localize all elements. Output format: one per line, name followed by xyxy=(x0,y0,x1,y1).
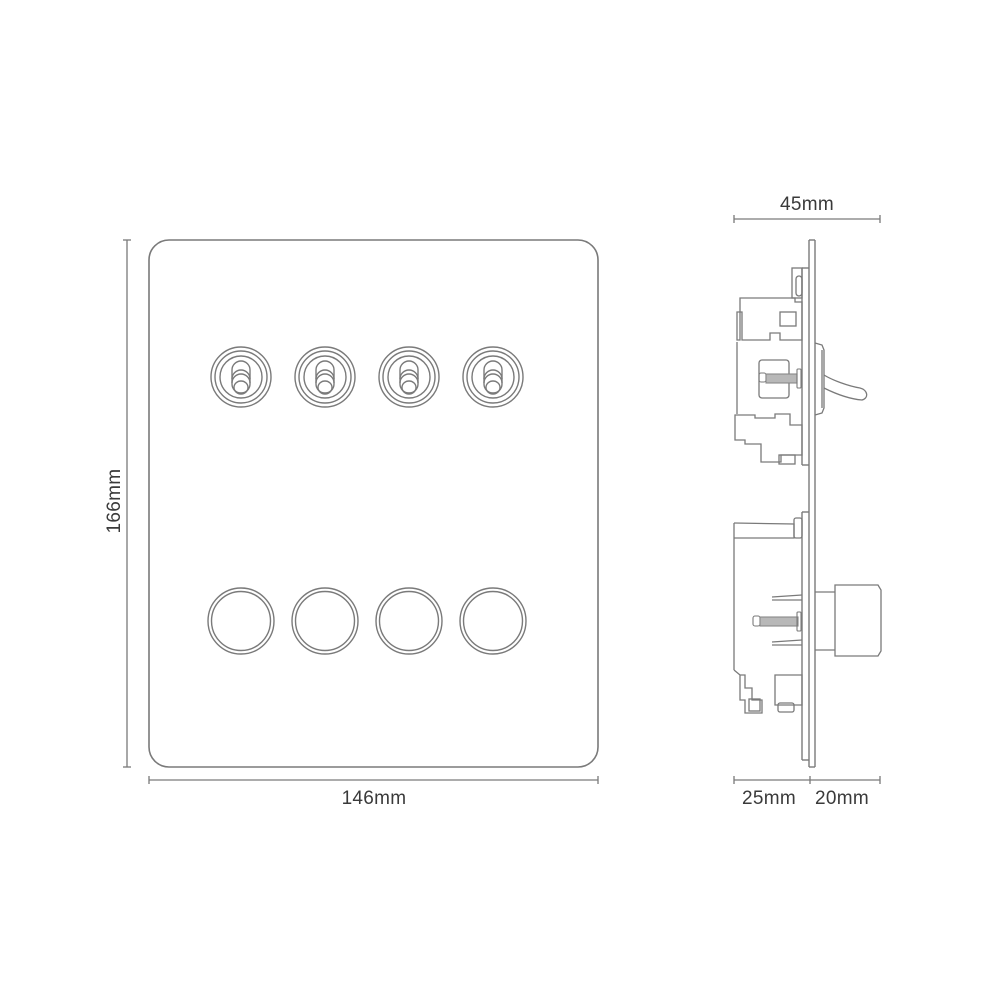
front-depth-label: 20mm xyxy=(815,788,869,809)
height-dimension-label: 166mm xyxy=(104,468,125,534)
front-plate xyxy=(148,239,599,768)
width-dimension-line xyxy=(148,776,599,784)
toggle-switch-icon xyxy=(378,346,440,408)
dimmer-module-body xyxy=(733,517,882,714)
height-dimension-line xyxy=(123,239,131,768)
push-button-icon xyxy=(459,587,527,655)
back-depth-label: 25mm xyxy=(742,788,796,809)
width-dimension-label: 146mm xyxy=(341,788,407,809)
push-button-icon xyxy=(375,587,443,655)
split-depth-dimension-line xyxy=(733,776,881,784)
toggle-module-body xyxy=(734,267,868,465)
screw-icon xyxy=(758,368,802,389)
push-button-icon xyxy=(291,587,359,655)
push-button-row xyxy=(207,587,527,655)
total-depth-dimension-line xyxy=(733,215,881,223)
screw-icon xyxy=(752,611,802,632)
push-button-icon xyxy=(207,587,275,655)
side-faceplate xyxy=(801,239,816,768)
toggle-switch-icon xyxy=(210,346,272,408)
toggle-switch-row xyxy=(210,346,524,408)
toggle-switch-icon xyxy=(462,346,524,408)
total-depth-label: 45mm xyxy=(780,194,834,215)
toggle-switch-icon xyxy=(294,346,356,408)
